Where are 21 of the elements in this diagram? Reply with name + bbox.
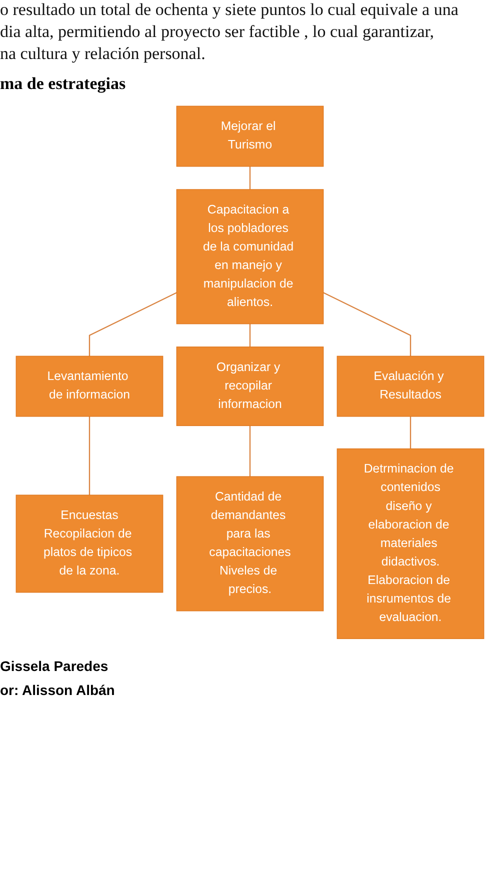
- author-line: or: Alisson Albán: [0, 682, 116, 698]
- node-box: Levantamiento de informacion: [15, 356, 163, 417]
- connector: [248, 166, 250, 190]
- connector: [322, 292, 411, 356]
- node-box: Cantidad de demandantes para las capacitaciones Niveles de precios.: [176, 476, 324, 612]
- connector: [248, 426, 250, 477]
- paragraph-line: na cultura y relación personal.: [0, 44, 206, 64]
- node-box: Capacitacion a los pobladores de la comunidad en manejo y manipulacion de alientos.: [176, 189, 324, 324]
- connector: [248, 324, 250, 347]
- connector: [88, 292, 176, 356]
- connector: [88, 416, 90, 496]
- node-box: Mejorar el Turismo: [176, 106, 324, 167]
- node-box: Organizar y recopilar informacion: [176, 346, 324, 426]
- node-box: Detrminacion de contenidos diseño y elaboracion de materiales didactivos. Elaboracion de insrumentos de evaluacion.: [336, 448, 484, 640]
- author-line: Gissela Paredes: [0, 658, 110, 674]
- node-box: Encuestas Recopilacion de platos de tipicos de la zona.: [15, 494, 163, 593]
- paragraph-line: o resultado un total de ochenta y siete puntos lo cual equivale a una: [0, 0, 460, 20]
- connector: [409, 416, 411, 449]
- paragraph-line: dia alta, permitiendo al proyecto ser factible , lo cual garantizar,: [0, 22, 436, 42]
- section-heading: ma de estrategias: [0, 74, 127, 94]
- node-box: Evaluación y Resultados: [336, 356, 484, 417]
